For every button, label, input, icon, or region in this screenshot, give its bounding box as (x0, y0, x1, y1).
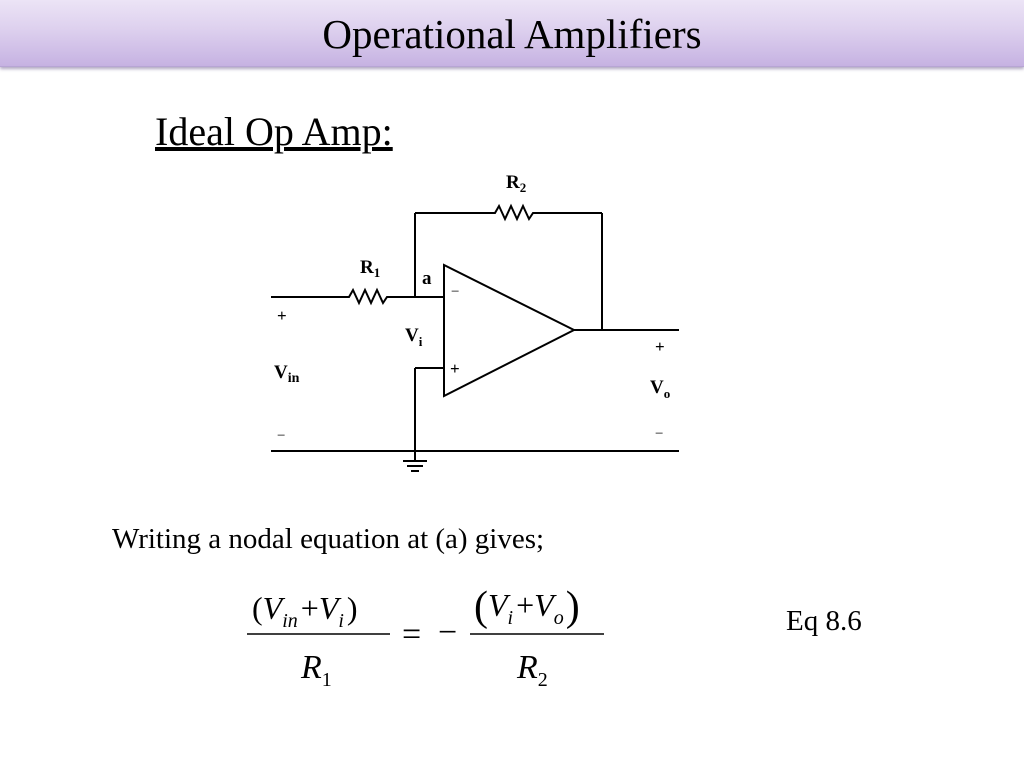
vi-label: Vi (405, 325, 423, 349)
inverting-input-minus: − (451, 284, 459, 300)
op-amp-triangle (443, 263, 577, 398)
vo-plus-sign: + (655, 337, 665, 356)
vin-label: Vin (274, 362, 300, 386)
negative-sign: − (438, 614, 457, 651)
title-bar: Operational Amplifiers (0, 0, 1024, 67)
equation-number-label: Eq 8.6 (786, 605, 862, 637)
rhs-denominator: R2 (516, 649, 548, 691)
r1-resistor (343, 287, 393, 306)
r1-label: R1 (360, 257, 380, 280)
noninverting-input-plus: + (450, 359, 460, 378)
lhs-numerator: (Vin+Vi) (252, 590, 358, 632)
vo-minus-sign: − (655, 426, 663, 442)
vin-minus-sign: − (277, 428, 285, 444)
rhs-numerator: (Vi+Vo) (474, 584, 580, 630)
vin-plus-sign: + (277, 306, 287, 325)
slide-subtitle: Ideal Op Amp: (155, 109, 393, 154)
r2-resistor (490, 203, 543, 222)
vo-label: Vo (650, 377, 670, 401)
lhs-denominator: R1 (300, 649, 332, 691)
body-text: Writing a nodal equation at (a) gives; (112, 523, 545, 555)
equals-sign: = (402, 616, 421, 653)
node-a-label: a (422, 268, 432, 289)
slide-title: Operational Amplifiers (322, 11, 702, 57)
r2-label: R2 (506, 172, 526, 195)
